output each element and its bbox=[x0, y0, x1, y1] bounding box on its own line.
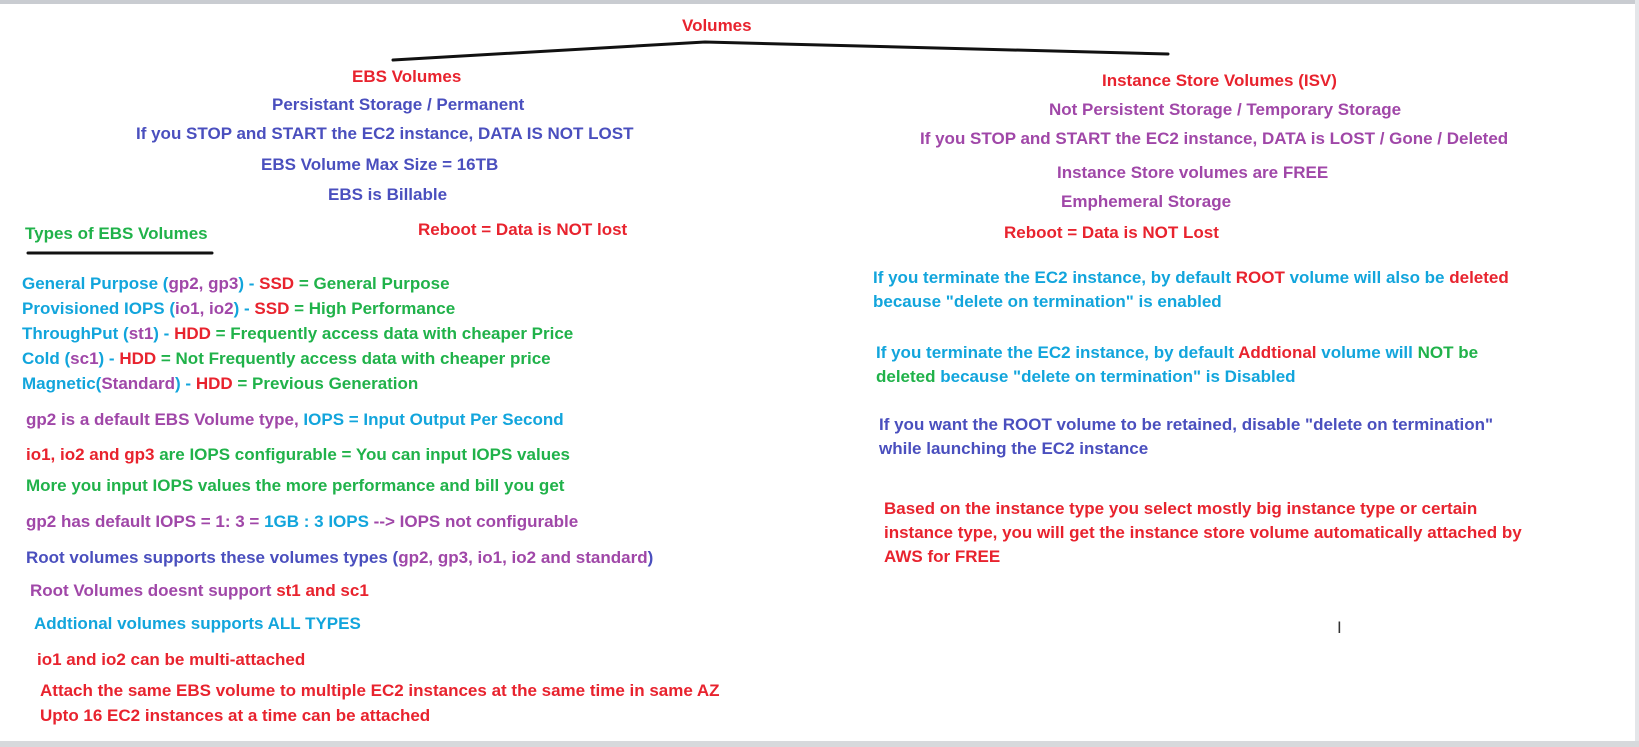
type-sep: ) - bbox=[238, 274, 260, 293]
type-media: HDD bbox=[174, 324, 211, 343]
terminate-root-text: If you terminate the EC2 instance, by de… bbox=[873, 268, 1236, 287]
isv-ephemeral: Emphemeral Storage bbox=[1061, 192, 1232, 211]
attach-same-note: Attach the same EBS volume to multiple E… bbox=[40, 681, 720, 700]
gp2-iops-text: gp2 has default IOPS = 1: 3 = bbox=[26, 512, 265, 531]
gp2-iops-ratio: 1GB : 3 IOPS bbox=[264, 512, 369, 531]
window-bottom-border bbox=[0, 741, 1639, 747]
retain-root-line1: If you want the ROOT volume to be retain… bbox=[879, 415, 1494, 434]
type-media: SSD bbox=[259, 274, 295, 293]
isv-free: Instance Store volumes are FREE bbox=[1057, 163, 1329, 182]
deleted-keyword: deleted bbox=[1449, 268, 1509, 287]
root-supports-text: Root volumes supports these volumes type… bbox=[26, 548, 399, 567]
upto16-note: Upto 16 EC2 instances at a time can be a… bbox=[40, 706, 431, 725]
type-row-provisioned-iops: Provisioned IOPS (io1, io2) - SSD = High… bbox=[22, 297, 455, 321]
io-types: io1, io2 and gp3 bbox=[26, 445, 155, 464]
type-row-magnetic: Magnetic(Standard) - HDD = Previous Gene… bbox=[22, 372, 418, 396]
type-media: SSD bbox=[254, 299, 290, 318]
ebs-heading: EBS Volumes bbox=[352, 67, 462, 86]
type-row-general-purpose: General Purpose (gp2, gp3) - SSD = Gener… bbox=[22, 272, 450, 296]
ebs-persistent: Persistant Storage / Permanent bbox=[272, 95, 525, 114]
type-sep: ) - bbox=[153, 324, 175, 343]
root-supports-note: Root volumes supports these volumes type… bbox=[26, 546, 653, 570]
type-media: HDD bbox=[119, 349, 157, 368]
type-code: io1, io2 bbox=[175, 299, 234, 318]
gp2-iops-note: gp2 has default IOPS = 1: 3 = 1GB : 3 IO… bbox=[26, 510, 578, 534]
type-desc: = Previous Generation bbox=[232, 374, 419, 393]
type-row-throughput: ThroughPut (st1) - HDD = Frequently acce… bbox=[22, 322, 573, 346]
terminate-additional-reason: because "delete on termination" is Disab… bbox=[935, 367, 1296, 386]
type-desc: = Frequently access data with cheaper Pr… bbox=[210, 324, 574, 343]
text-cursor-icon: I bbox=[1337, 618, 1342, 637]
terminate-root-reason: because "delete on termination" is enabl… bbox=[873, 292, 1222, 311]
window-right-border bbox=[1635, 0, 1639, 747]
iops-definition: IOPS = Input Output Per Second bbox=[303, 410, 564, 429]
retain-root-note: If you want the ROOT volume to be retain… bbox=[879, 413, 1609, 461]
terminate-additional-note: If you terminate the EC2 instance, by de… bbox=[876, 341, 1606, 389]
type-code: sc1 bbox=[70, 349, 99, 368]
type-media: HDD bbox=[195, 374, 233, 393]
type-row-cold: Cold (sc1) - HDD = Not Frequently access… bbox=[22, 347, 551, 371]
io-configurable-note: io1, io2 and gp3 are IOPS configurable =… bbox=[26, 443, 570, 467]
isv-reboot: Reboot = Data is NOT Lost bbox=[1004, 223, 1219, 242]
root-not-text: Root Volumes doesnt support bbox=[30, 581, 277, 600]
gp2-default-note: gp2 is a default EBS Volume type, IOPS =… bbox=[26, 408, 564, 432]
root-not-support-note: Root Volumes doesnt support st1 and sc1 bbox=[30, 579, 369, 603]
additional-keyword: Addtional bbox=[1238, 343, 1317, 362]
volumes-branch-line bbox=[391, 40, 1170, 62]
instance-type-line3: AWS for FREE bbox=[884, 547, 1001, 566]
not-be-keyword: NOT be bbox=[1417, 343, 1479, 362]
root-not-types: st1 and sc1 bbox=[276, 581, 369, 600]
isv-not-persistent: Not Persistent Storage / Temporary Stora… bbox=[1049, 100, 1402, 119]
instance-type-note: Based on the instance type you select mo… bbox=[884, 497, 1614, 569]
type-name: Magnetic( bbox=[22, 374, 102, 393]
type-code: st1 bbox=[128, 324, 154, 343]
type-code: Standard bbox=[101, 374, 176, 393]
type-name: General Purpose ( bbox=[22, 274, 169, 293]
types-heading: Types of EBS Volumes bbox=[25, 224, 208, 243]
type-sep: ) - bbox=[233, 299, 255, 318]
type-code: gp2, gp3 bbox=[168, 274, 239, 293]
root-supported-types: gp2, gp3, io1, io2 and standard bbox=[398, 548, 648, 567]
ebs-max-size: EBS Volume Max Size = 16TB bbox=[261, 155, 499, 174]
terminate-additional-text: If you terminate the EC2 instance, by de… bbox=[876, 343, 1239, 362]
retain-root-line2: while launching the EC2 instance bbox=[879, 439, 1149, 458]
terminate-additional-mid: volume will bbox=[1316, 343, 1418, 362]
type-name: Provisioned IOPS ( bbox=[22, 299, 176, 318]
ebs-reboot: Reboot = Data is NOT lost bbox=[418, 220, 628, 239]
gp2-default-text: gp2 is a default EBS Volume type, bbox=[26, 410, 304, 429]
type-desc: = High Performance bbox=[289, 299, 456, 318]
terminate-root-note: If you terminate the EC2 instance, by de… bbox=[873, 266, 1603, 314]
type-desc: = General Purpose bbox=[294, 274, 450, 293]
instance-type-line2: instance type, you will get the instance… bbox=[884, 523, 1522, 542]
instance-type-line1: Based on the instance type you select mo… bbox=[884, 499, 1478, 518]
terminate-root-mid: volume will also be bbox=[1284, 268, 1450, 287]
ebs-stop-start: If you STOP and START the EC2 instance, … bbox=[136, 124, 634, 143]
type-sep: ) - bbox=[175, 374, 196, 393]
root-supports-close: ) bbox=[647, 548, 654, 567]
page-title: Volumes bbox=[682, 16, 752, 35]
additional-volumes-note: Addtional volumes supports ALL TYPES bbox=[34, 614, 361, 633]
window-top-border bbox=[0, 0, 1639, 4]
io-configurable-text: are IOPS configurable = You can input IO… bbox=[154, 445, 570, 464]
type-name: ThroughPut ( bbox=[22, 324, 129, 343]
isv-stop-start: If you STOP and START the EC2 instance, … bbox=[920, 129, 1509, 148]
more-iops-note: More you input IOPS values the more perf… bbox=[26, 476, 565, 495]
type-name: Cold ( bbox=[22, 349, 71, 368]
type-sep: ) - bbox=[98, 349, 120, 368]
isv-heading: Instance Store Volumes (ISV) bbox=[1102, 71, 1337, 90]
type-desc: = Not Frequently access data with cheape… bbox=[156, 349, 551, 368]
deleted-word: deleted bbox=[876, 367, 936, 386]
gp2-iops-suffix: --> IOPS not configurable bbox=[368, 512, 579, 531]
ebs-billable: EBS is Billable bbox=[328, 185, 448, 204]
multi-attach-note: io1 and io2 can be multi-attached bbox=[37, 650, 306, 669]
root-keyword: ROOT bbox=[1235, 268, 1285, 287]
